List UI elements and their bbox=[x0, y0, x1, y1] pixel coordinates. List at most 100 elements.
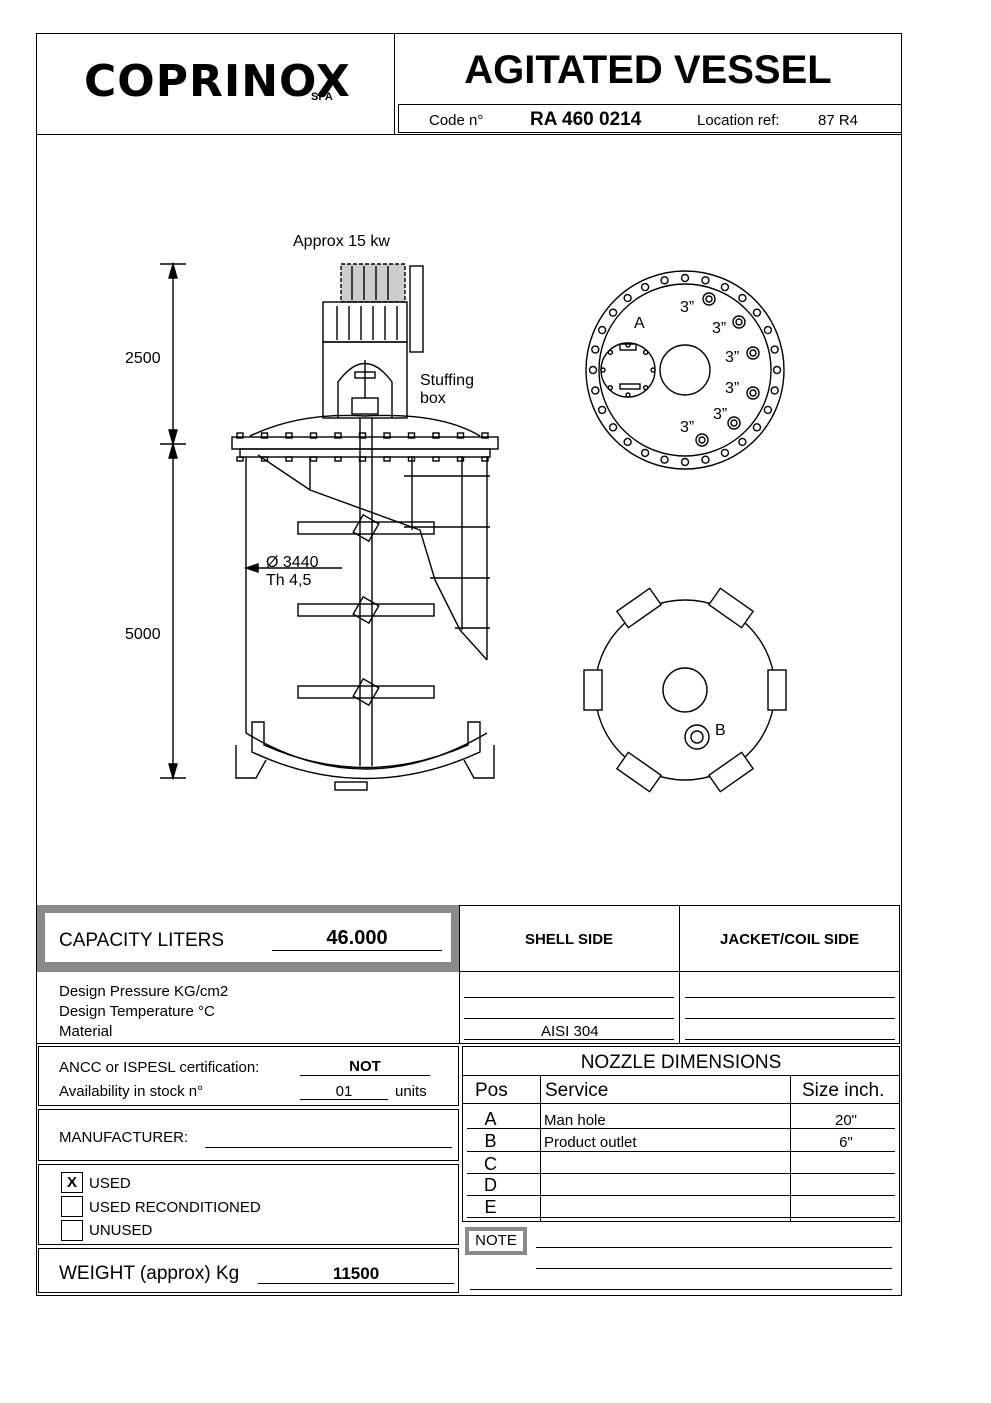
flange-bolt bbox=[309, 432, 318, 439]
nozzle-label-4: 3” bbox=[725, 380, 739, 397]
manhole-bolt bbox=[642, 384, 649, 391]
top-bolt bbox=[597, 405, 607, 415]
diameter-label: Ø 3440 bbox=[266, 554, 319, 571]
design-pressure-label: Design Pressure KG/cm2 bbox=[59, 983, 229, 1000]
top-bolt bbox=[770, 345, 779, 354]
top-bolt bbox=[701, 276, 710, 285]
stock-underline bbox=[300, 1099, 388, 1100]
top-nozzle bbox=[746, 386, 760, 400]
condition-box bbox=[38, 1164, 459, 1245]
flange-bolt bbox=[334, 432, 342, 439]
top-bolt bbox=[738, 293, 747, 303]
nozzle-label-5: 3” bbox=[713, 406, 727, 423]
manhole-bolt bbox=[625, 342, 631, 348]
motor bbox=[322, 263, 424, 419]
used-reconditioned-label: USED RECONDITIONED bbox=[89, 1199, 261, 1216]
shell-pressure-line bbox=[464, 997, 674, 998]
top-nozzle-bore bbox=[749, 349, 757, 357]
capacity-value: 46.000 bbox=[326, 927, 388, 949]
header-divider bbox=[394, 33, 395, 135]
top-bolt bbox=[763, 325, 773, 335]
jacket-side-header: JACKET/COIL SIDE bbox=[720, 931, 859, 948]
top-bolt bbox=[640, 448, 650, 458]
top-bolt bbox=[623, 293, 632, 303]
nozzle-header-pos: Pos bbox=[475, 1080, 508, 1101]
nozzle-service: Man hole bbox=[544, 1112, 606, 1129]
used-checkbox[interactable]: X bbox=[61, 1172, 83, 1193]
stuffing-label-2: box bbox=[420, 390, 446, 407]
capacity-inner bbox=[45, 913, 451, 962]
used-label: USED bbox=[89, 1175, 131, 1192]
top-bolt bbox=[608, 423, 618, 432]
nozzle-row-line bbox=[467, 1128, 895, 1129]
top-bolt bbox=[660, 276, 669, 285]
top-bolt bbox=[763, 405, 773, 415]
flange-bolt bbox=[334, 456, 342, 462]
flange-bolt bbox=[260, 432, 269, 439]
top-bolt bbox=[640, 282, 650, 292]
thickness-label: Th 4,5 bbox=[266, 572, 311, 589]
manhole-bolt bbox=[607, 384, 614, 391]
flange-bolt bbox=[309, 456, 318, 462]
top-nozzle bbox=[746, 346, 760, 360]
nozzle-size: 20" bbox=[834, 1112, 857, 1129]
material-label: Material bbox=[59, 1023, 113, 1040]
manhole-bolt bbox=[607, 349, 614, 356]
shell-side-header: SHELL SIDE bbox=[524, 931, 614, 948]
logo-suffix: SPA bbox=[311, 91, 333, 103]
stock-value: 01 bbox=[335, 1083, 353, 1100]
bottom-view bbox=[583, 587, 787, 793]
page-title: AGITATED VESSEL bbox=[464, 48, 832, 92]
top-bolt bbox=[608, 308, 618, 317]
weight-box bbox=[38, 1248, 459, 1293]
weight-underline bbox=[258, 1283, 454, 1284]
design-right-edge bbox=[899, 972, 900, 1043]
sides-divider bbox=[679, 905, 680, 1043]
top-bolt bbox=[597, 325, 607, 335]
nozzle-size: 6" bbox=[839, 1134, 853, 1151]
nozzle-table bbox=[462, 1046, 900, 1222]
used-reconditioned-checkbox[interactable] bbox=[61, 1196, 83, 1217]
top-nozzle-bore bbox=[705, 295, 713, 303]
top-nozzle bbox=[727, 416, 741, 430]
top-bolt bbox=[680, 273, 690, 283]
top-nozzle bbox=[702, 292, 716, 306]
motor-label: Approx 15 kw bbox=[293, 233, 390, 250]
design-temperature-label: Design Temperature °C bbox=[59, 1003, 215, 1020]
note-label: NOTE bbox=[469, 1231, 523, 1251]
design-divider bbox=[459, 972, 460, 1043]
nozzle-col-divider-1 bbox=[540, 1075, 541, 1222]
vessel-drawing: Approx 15 kw 2500 5000 Stuffing box Ø 34… bbox=[125, 233, 787, 793]
nozzle-label-3: 3” bbox=[725, 349, 739, 366]
top-bolt bbox=[720, 448, 730, 458]
header-bottom-line bbox=[36, 134, 902, 135]
location-label: Location ref: bbox=[697, 112, 780, 129]
nozzle-col-divider-2 bbox=[790, 1075, 791, 1222]
jacket-material-line bbox=[685, 1039, 895, 1040]
jacket-temperature-line bbox=[685, 1018, 895, 1019]
flange-bolt bbox=[432, 432, 440, 439]
nozzle-label-1: 3” bbox=[680, 299, 694, 316]
code-value: RA 460 0214 bbox=[530, 109, 642, 130]
nozzle-pos: E bbox=[484, 1197, 497, 1217]
top-nozzle bbox=[695, 433, 709, 447]
datasheet-frame bbox=[36, 33, 902, 1296]
nozzle-label-2: 3” bbox=[712, 320, 726, 337]
note-line-2 bbox=[536, 1268, 892, 1269]
unused-label: UNUSED bbox=[89, 1222, 153, 1239]
note-line-1 bbox=[536, 1247, 892, 1248]
nozzle-title-line bbox=[462, 1075, 900, 1076]
manhole-label: A bbox=[634, 315, 645, 332]
unused-checkbox[interactable] bbox=[61, 1220, 83, 1241]
dimension-lines bbox=[160, 261, 186, 781]
nozzle-pos: B bbox=[484, 1131, 497, 1151]
flange-bolt bbox=[285, 432, 293, 439]
flange-bolt bbox=[236, 456, 244, 462]
top-bolt bbox=[720, 282, 730, 292]
top-bolt bbox=[738, 437, 747, 447]
nozzle-pos: D bbox=[484, 1175, 497, 1195]
flange-bolt bbox=[481, 456, 489, 462]
flange-bolts bbox=[236, 432, 489, 462]
weight-value: 11500 bbox=[332, 1264, 380, 1283]
certification-box bbox=[38, 1046, 459, 1106]
